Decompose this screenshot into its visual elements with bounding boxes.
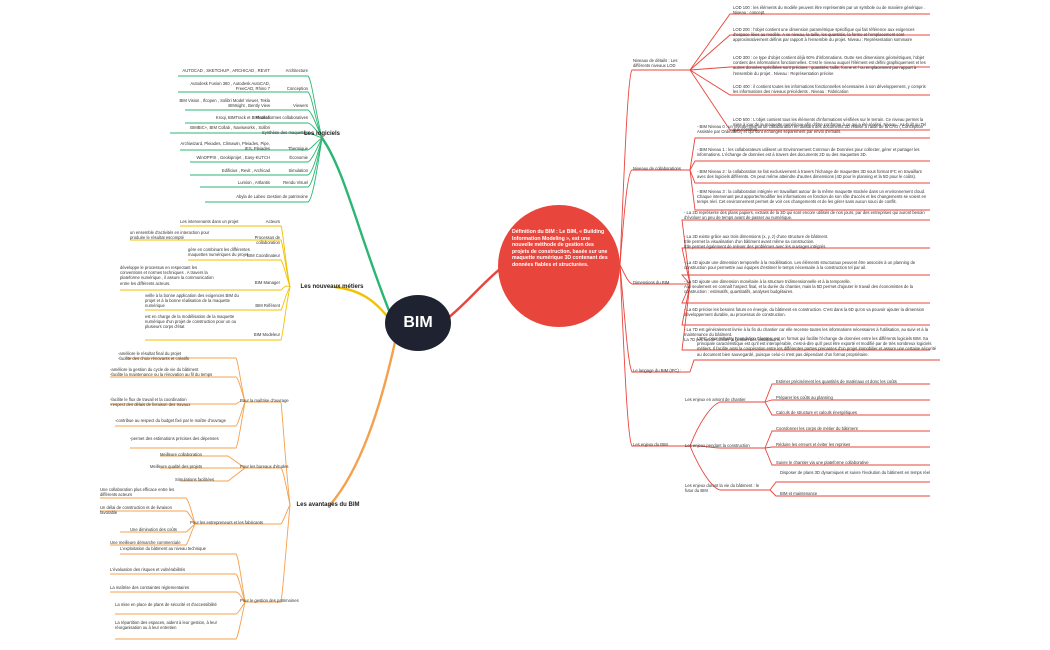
collab-item: - BIM Niveau 0 : un niveau minimal de co… [697,124,924,135]
lod-label: Niveaux de détails : Les différents nive… [633,58,678,69]
enjeu-item: Préparer les coûts au planning [776,395,833,400]
metier-role: BIM Manager [254,280,280,285]
metier-description: veille à la bonne application des exigen… [145,293,239,309]
collab-item: - BIM Niveau 1 : les collaborateurs util… [697,147,920,158]
collab-item: - BIM Niveau 3 : la collaboration intégr… [697,189,927,205]
metier-role: BIM Coordinateur [247,253,280,258]
avantage-item: -améliore le résultat final du projet -f… [118,351,189,362]
avantage-item: L'évaluation des risques et vulnérabilit… [110,567,186,572]
avantage-item: -facilite le flux de travail et la coord… [110,397,191,408]
logiciel-category: Rendu Visuel [283,180,308,185]
avantage-item: Meilleure collaboration [160,452,202,457]
collab-item: - BIM Niveau 2 : la collaboration se fai… [697,169,922,180]
dimensions-label: Dimensions du BIM [633,280,670,285]
metier-description: un ensemble d'activités en interaction p… [130,230,210,241]
logiciel-tools: AUTOCAD , SKETCHUP , ARCHICAD , REVIT [182,68,270,73]
logiciel-tools: Archiwizard, Pleiades, Climawin, Pleiade… [180,141,270,152]
avantage-item: La répartition des espaces, aident à leu… [115,620,217,631]
logiciel-tools: Autodesk Fusion 360 , Autodesk AutoCAD, … [190,81,270,92]
branch-avantages [328,340,397,507]
metier-role: BIM Modeleur [253,332,280,337]
avantage-group-label: Pour le gestion des patrimoines [240,598,299,603]
avantage-group-label: Pour la maîtrise d'ouvrage [240,398,289,403]
avantage-item: -améliore la gestion du cycle de vie du … [110,367,213,378]
logiciel-category: Conception [286,86,308,91]
lod-item: LOD 400 : il contient toutes les informa… [733,84,926,95]
collab-label: Niveaux de collaborations [633,166,681,171]
definition-bubble [498,205,620,327]
langage-label: Le langage du BIM (IFC) : [633,368,682,373]
avantage-item: Meilleure qualité des projets [150,464,203,469]
enjeu-item: Coordonner les corps de métier du bâtime… [776,426,858,431]
logiciel-category: Synthèse des maquettes [261,130,308,135]
logiciel-tools: Lumion , Artlantis [237,180,270,185]
metier-role: BIM Référent [255,303,280,308]
metier-description: développe le processus en respectant les… [120,265,214,286]
branch-logiciels [320,136,394,320]
enjeu-item: Réduire les erreurs et éviter les repris… [776,442,851,447]
logiciel-category: Thermique [287,146,308,151]
avantage-item: La maîtrise des contraintes réglementair… [110,585,190,590]
dimension-item: - La 6D précise les besoins futurs en én… [684,307,925,318]
dimension-item: - La 2D représente des plans papiers, ex… [684,210,925,221]
lod-item: LOD 300 : ce type d'objet contient déjà … [733,55,926,76]
logiciel-category: Gestion de patrimoine [267,194,308,199]
logiciel-category: Économie [289,155,308,160]
lod-item: LOD 200 : l'objet contient une dimension… [733,27,915,43]
logiciel-tools: Abyla de Labeo ... [236,194,270,199]
logiciel-tools: BIM Vision , Ifcopen , Solibri Model Vie… [179,98,270,109]
metier-description: est en charge de la modélisation de la m… [145,314,237,330]
logiciel-tools: WinOPPIX , Geokiprojet , Easy-KUTCH [196,155,270,160]
enjeu-group-label: Les enjeux pendant la construction [685,443,750,448]
logiciel-category: Plates formes collaboratives [255,115,308,120]
enjeu-item: Estimer précisément les quantités de mat… [776,379,897,384]
topic-metiers: Les nouveaux métiers [300,284,364,290]
avantage-item: La mise en place de plans de sécurité et… [115,602,217,607]
metier-role: Processus de collaboration [254,235,280,246]
logiciel-tools: Kroqi, BIMTrack et BIMcollab [215,115,270,120]
avantage-item: Une meilleure démarche commerciale [110,540,181,545]
avantage-group-label: Pour les bureaux d'études [240,464,289,469]
dimension-item: - La 5D ajoute une dimension monétaire à… [684,279,914,295]
enjeu-item: Suivre le chantier via une plateforme co… [776,460,869,465]
topic-avantages: Les avantages du BIM [296,502,360,508]
avantage-item: Une collaboration plus efficace entre le… [100,487,175,498]
enjeu-item: Calculs de structure et calculs énergéti… [776,410,857,415]
enjeux-label: Les enjeux du BIM [633,442,668,447]
branch-definition [446,263,507,320]
logiciel-tools: Edificius , Revit , Archicad [221,168,270,173]
logiciel-category: Viewers [293,103,308,108]
langage-text: L'IFC, pour Industry Foundation Classes,… [697,336,937,357]
avantage-item: Simulations facilitées [175,477,215,482]
avantage-item: L'exploitation du bâtiment au niveau tec… [120,546,207,551]
logiciel-tools: BIMBIC+, BIM Collab , Navisworks , Solib… [190,125,270,130]
dimension-item: - La 3D existe grâce aux trois dimension… [684,234,829,250]
logiciel-category: Architecture [285,68,308,73]
central-node: BIM [385,295,451,351]
avantage-item: -permet des estimations précises des dép… [130,436,219,441]
metier-description: gère en combinant les différentes maquet… [188,247,250,258]
dimension-item: - La 7D est généralement livrée à la fin… [684,327,929,343]
lod-item: LOD 500 : L'objet contient tous les élém… [733,117,926,133]
avantage-group-label: Pour les entrepreneurs et les fabricants [190,520,264,525]
enjeu-group-label: Les enjeux durant la vie du bâtiment : l… [685,483,760,494]
topic-logiciels: Les logiciels [303,131,340,137]
enjeu-item: Disposer de plans 3D dynamiques et suivr… [780,470,931,475]
logiciel-category: Simulation [288,168,308,173]
lod-item: LOD 100 : les éléments du modèle peuvent… [733,5,926,16]
avantage-item: -contribue au respect du budget fixé par… [115,418,226,423]
enjeu-group-label: Les enjeux en amont de chantier [685,397,746,402]
definition-text: Définition du BIM : Le BIM, « Building I… [512,229,608,268]
metier-role: Acteurs [265,219,280,224]
dimension-item: - La 4D ajoute une dimension temporelle … [684,260,916,271]
avantage-item: Un délai de construction et de livraison… [100,505,172,516]
avantage-item: Une diminution des coûts [130,527,178,532]
metier-description: Les intervenants dans un projet [180,219,239,224]
enjeu-item: BIM et maintenance [780,491,818,496]
